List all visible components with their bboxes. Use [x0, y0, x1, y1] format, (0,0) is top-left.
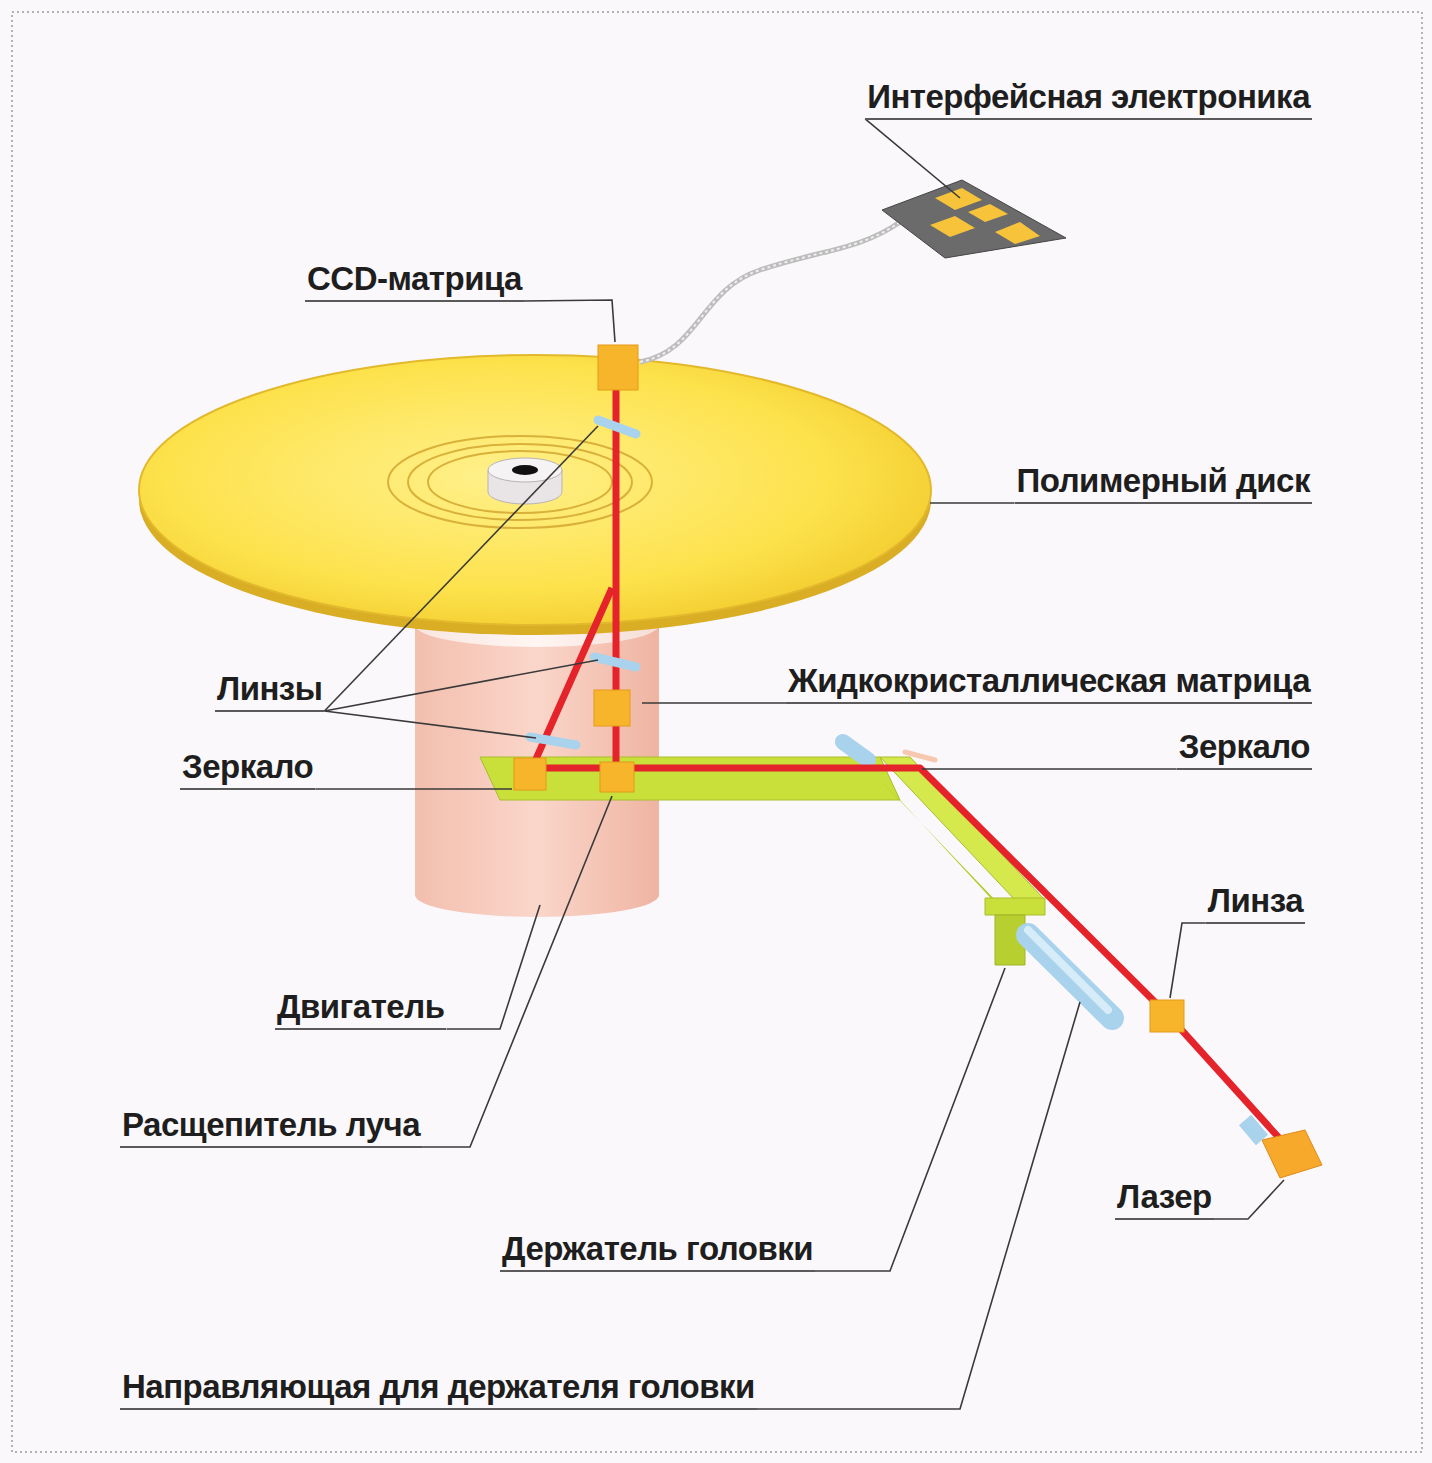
leader-line: [324, 426, 598, 711]
leader-line: [815, 968, 1005, 1271]
frame: [12, 12, 1422, 1452]
interface-chip: [640, 180, 1066, 362]
leader-line: [315, 788, 512, 790]
part-label: Расщепитель луча: [120, 1106, 422, 1148]
part-label: Двигатель: [275, 988, 446, 1030]
part-label: Интерфейсная электроника: [865, 78, 1312, 120]
part-label: Зеркало: [180, 748, 315, 790]
part-label: Линзы: [215, 670, 324, 712]
leader-line: [324, 711, 536, 738]
leader-line: [324, 660, 598, 711]
part-label: Жидкокристаллическая матрица: [786, 662, 1312, 704]
part-label: Направляющая для держателя головки: [120, 1368, 757, 1410]
part-label: Зеркало: [1177, 728, 1312, 770]
part-label: Линза: [1206, 882, 1305, 924]
leader-line: [1170, 923, 1206, 998]
leader-line: [524, 300, 615, 342]
leader-line: [922, 768, 1177, 770]
part-label: Держатель головки: [500, 1230, 815, 1272]
part-label: Полимерный диск: [1015, 462, 1312, 504]
leader-line: [930, 502, 1015, 504]
part-label: CCD-матрица: [305, 260, 524, 302]
optics: [514, 345, 1322, 1178]
leader-line: [642, 702, 786, 704]
head-holder: [480, 757, 1045, 965]
leader-line: [422, 796, 612, 1147]
polymer-disk: [139, 355, 931, 635]
guide-rod: [843, 742, 1112, 1018]
leader-line: [1214, 1180, 1284, 1219]
leader-line: [757, 1002, 1080, 1409]
leader-line: [865, 119, 960, 198]
part-label: Лазер: [1115, 1178, 1214, 1220]
